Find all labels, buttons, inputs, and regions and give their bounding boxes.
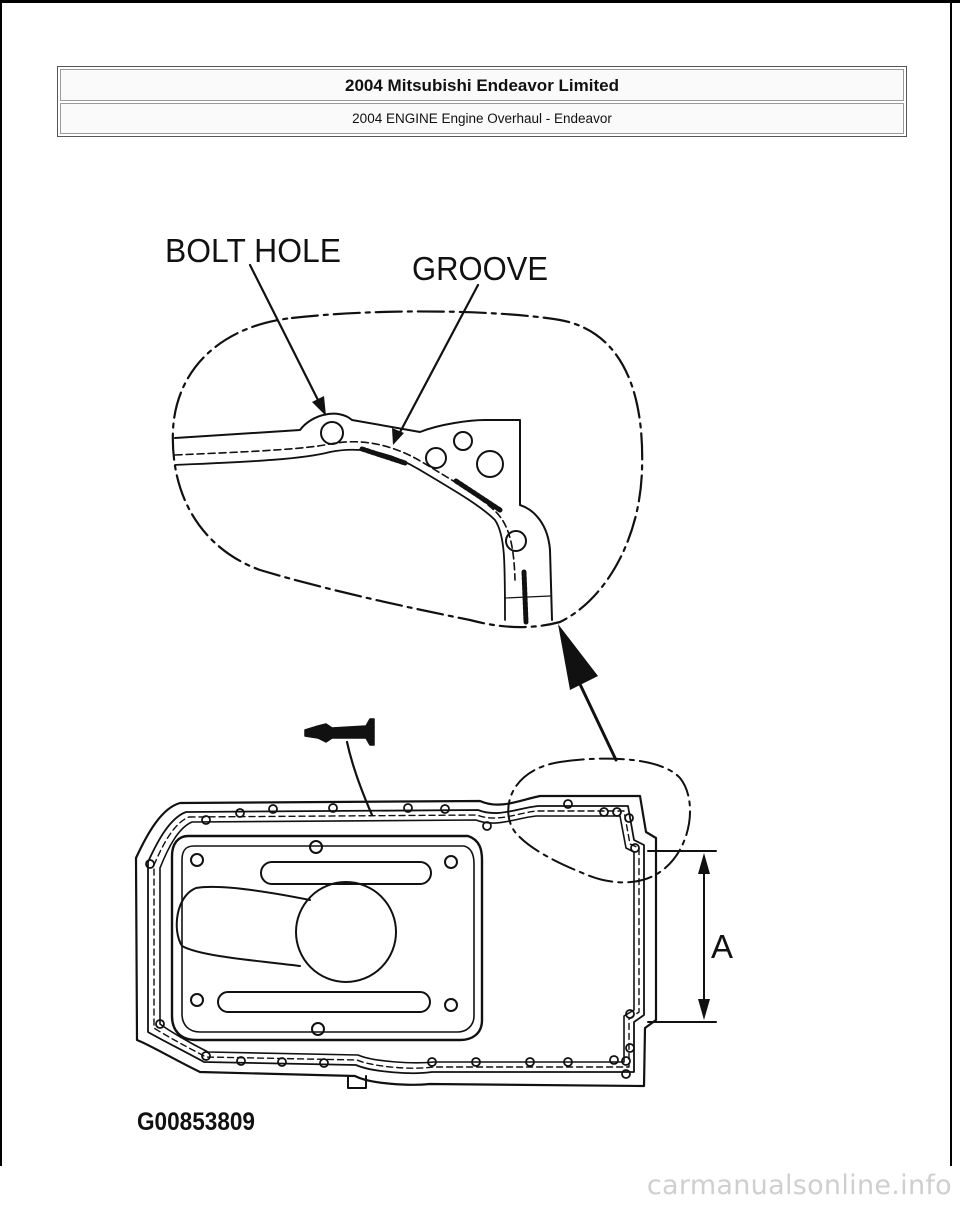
detail-locator-outline <box>507 757 692 884</box>
detail-sealant-line <box>174 441 516 581</box>
detail-cut-line <box>504 595 551 599</box>
groove-leader <box>396 283 480 438</box>
oil-pan-body-inner <box>181 845 475 1033</box>
oil-pan-body <box>170 834 484 1042</box>
groove-arrowhead <box>392 428 404 445</box>
oil-pan-sealant-bead <box>153 810 640 1069</box>
sealant-tube-icon <box>304 718 375 746</box>
bolt-hole-arrowhead <box>312 396 326 416</box>
detail-flange-inner <box>174 448 506 621</box>
drain-plug <box>347 1075 367 1089</box>
detail-hole <box>476 450 504 478</box>
dimension-arrow-top <box>698 853 710 874</box>
oil-pan-sealant-diagram: BOLT HOLE GROOVE A G00853809 <box>134 232 733 1136</box>
page-footer <box>0 1166 960 1205</box>
pan-inner-bolts <box>190 840 458 1036</box>
document-title: 2004 Mitsubishi Endeavor Limited <box>60 69 904 101</box>
page-border-top <box>0 0 960 3</box>
figure-id-label: G00853809 <box>137 1108 255 1136</box>
detail-view-outline <box>171 310 644 629</box>
pan-flange-bolts <box>145 799 640 1079</box>
oil-pan-outer-flange <box>134 794 658 1088</box>
detail-hole <box>425 447 447 469</box>
pan-drain-area <box>295 881 397 983</box>
site-watermark: carmanualsonline.info <box>646 1170 952 1201</box>
pan-slot-bottom <box>217 991 431 1013</box>
page-border-left <box>0 0 2 1166</box>
oil-pan-gasket-inner <box>159 815 635 1064</box>
detail-hole <box>505 530 527 552</box>
oil-pan-gasket-outer <box>147 805 645 1075</box>
bolt-hole-leader <box>248 263 324 410</box>
detail-hole <box>453 431 473 451</box>
detail-pan-edge <box>174 412 553 621</box>
pan-slot-top <box>260 861 432 885</box>
detail-pointer-shaft <box>576 678 618 762</box>
pan-baffle <box>175 885 311 967</box>
bolt-hole-label: BOLT HOLE <box>165 232 341 269</box>
dimension-a-label: A <box>711 928 733 965</box>
page-border-right <box>950 0 952 1166</box>
detail-pointer-arrowhead <box>558 624 598 690</box>
groove-label: GROOVE <box>412 250 548 287</box>
document-header: 2004 Mitsubishi Endeavor Limited 2004 EN… <box>57 66 907 137</box>
sealant-tube-leader <box>345 740 374 817</box>
dimension-arrow-bottom <box>698 999 710 1020</box>
detail-bolt-hole <box>320 421 344 445</box>
document-subtitle: 2004 ENGINE Engine Overhaul - Endeavor <box>60 103 904 134</box>
